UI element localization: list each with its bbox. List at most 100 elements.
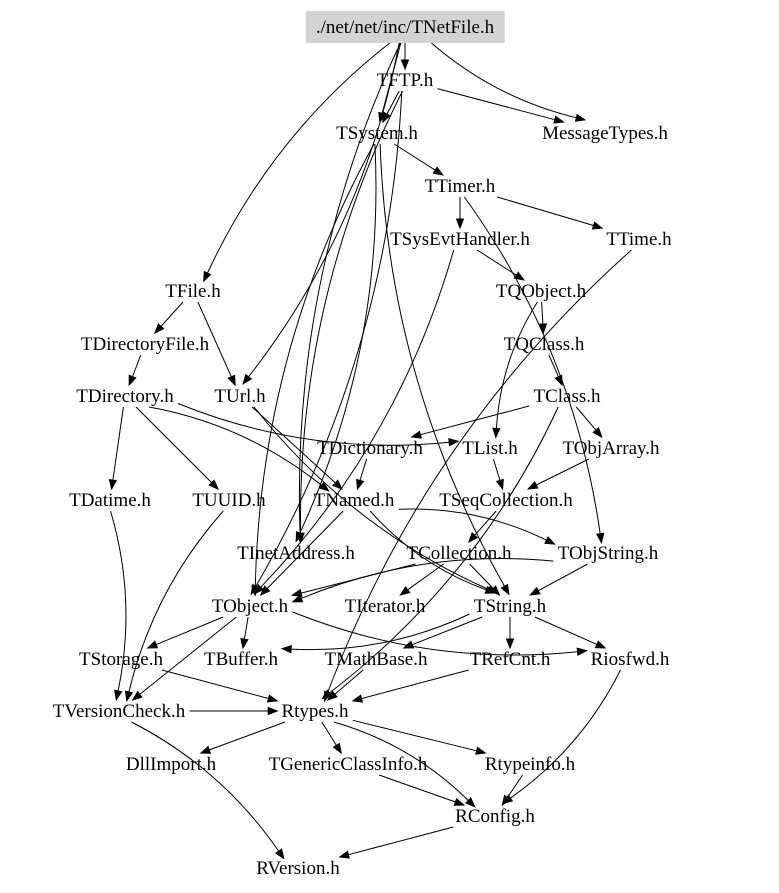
edge-tobj-string-to-tstring	[538, 563, 588, 592]
node-tseq-collection[interactable]: TSeqCollection.h	[439, 490, 573, 511]
node-tfile[interactable]: TFile.h	[165, 281, 221, 302]
node-tobj-array[interactable]: TObjArray.h	[562, 438, 660, 459]
arrowhead-tnet-file-to-tftp	[400, 59, 410, 71]
node-tstring[interactable]: TString.h	[474, 596, 547, 617]
edge-tsystem-to-tstring	[379, 143, 505, 587]
arrowhead-tobj-string-to-tstring	[529, 586, 541, 596]
node-ttimer[interactable]: TTimer.h	[425, 176, 496, 197]
node-tsystem[interactable]: TSystem.h	[336, 123, 418, 144]
node-label-tdirectory-file: TDirectoryFile.h	[81, 334, 210, 355]
edge-rtypes-to-rconfig	[333, 721, 469, 801]
node-tref-cnt[interactable]: TRefCnt.h	[470, 649, 551, 670]
node-riosfwd[interactable]: Riosfwd.h	[591, 649, 670, 670]
node-dll-import[interactable]: DllImport.h	[126, 754, 217, 775]
edge-tlist-to-tseq-collection	[492, 458, 501, 481]
node-tnet-file[interactable]: ./net/net/inc/TNetFile.h	[305, 11, 505, 43]
node-label-tbuffer: TBuffer.h	[204, 649, 279, 670]
node-label-tseq-collection: TSeqCollection.h	[439, 490, 573, 511]
root-node-box	[305, 11, 505, 43]
node-tobject[interactable]: TObject.h	[212, 596, 289, 617]
arrowhead-ttimer-to-tobj-string	[595, 532, 605, 544]
node-label-tref-cnt: TRefCnt.h	[470, 649, 551, 670]
node-rversion[interactable]: RVersion.h	[256, 858, 340, 879]
node-tgeneric-class-info[interactable]: TGenericClassInfo.h	[269, 754, 428, 775]
node-label-tfile: TFile.h	[165, 281, 221, 302]
node-rconfig[interactable]: RConfig.h	[455, 806, 535, 827]
arrowhead-tdirectory-to-tuuid	[208, 479, 219, 490]
node-tmath-base[interactable]: TMathBase.h	[325, 649, 428, 670]
node-tinet-address[interactable]: TInetAddress.h	[237, 543, 355, 564]
node-label-tqobject: TQObject.h	[496, 281, 587, 302]
node-tdictionary[interactable]: TDictionary.h	[317, 438, 423, 459]
node-titerator[interactable]: TIterator.h	[345, 596, 426, 617]
node-ttime[interactable]: TTime.h	[606, 229, 672, 250]
arrowhead-tobject-to-tbuffer	[240, 637, 249, 650]
edge-tref-cnt-to-rtypes	[361, 669, 469, 700]
node-label-tstorage: TStorage.h	[79, 649, 163, 670]
node-tdatime[interactable]: TDatime.h	[69, 490, 151, 511]
arrowhead-tcollection-to-titerator	[399, 586, 411, 596]
edge-tclass-to-tdictionary	[420, 405, 530, 436]
node-tclass[interactable]: TClass.h	[533, 386, 601, 407]
arrowhead-tobject-to-riosfwd	[576, 647, 588, 656]
edge-rtypes-to-rtypeinfo	[352, 719, 477, 752]
edge-tdirectory-to-tdatime	[112, 406, 124, 481]
edge-tqobject-to-tqclass	[541, 301, 544, 325]
node-tnamed[interactable]: TNamed.h	[314, 490, 395, 511]
arrowhead-ttimer-to-tsys-evt-handler	[455, 218, 465, 230]
node-label-tsystem: TSystem.h	[336, 123, 418, 144]
edge-tobject-to-tstorage	[155, 616, 224, 646]
node-tversion-check[interactable]: TVersionCheck.h	[53, 701, 186, 722]
node-label-rversion: RVersion.h	[256, 858, 340, 879]
node-tdirectory[interactable]: TDirectory.h	[76, 386, 174, 407]
node-tqobject[interactable]: TQObject.h	[496, 281, 587, 302]
edge-tfile-to-tdirectory-file	[160, 301, 184, 327]
node-rtypes[interactable]: Rtypes.h	[281, 701, 349, 722]
edge-tnamed-to-tobject	[266, 510, 344, 589]
node-label-tuuid: TUUID.h	[192, 490, 266, 511]
arrowhead-turl-to-tnamed	[332, 479, 343, 490]
arrowhead-tsys-evt-handler-to-tobject	[253, 583, 265, 595]
node-message-types[interactable]: MessageTypes.h	[542, 123, 668, 144]
edge-tsys-evt-handler-to-tobject	[260, 249, 455, 588]
node-tuuid[interactable]: TUUID.h	[192, 490, 266, 511]
arrowhead-tfile-to-tdirectory-file	[154, 323, 165, 335]
edge-tgeneric-class-info-to-rconfig	[378, 774, 456, 803]
node-label-tlist: TList.h	[462, 438, 518, 459]
node-tbuffer[interactable]: TBuffer.h	[204, 649, 279, 670]
arrowhead-tclass-to-tdictionary	[410, 430, 422, 439]
arrowhead-tftp-to-message-types	[553, 115, 565, 124]
arrowhead-tclass-to-tobj-array	[592, 427, 603, 439]
node-tsys-evt-handler[interactable]: TSysEvtHandler.h	[390, 229, 530, 250]
node-label-rtypeinfo: Rtypeinfo.h	[485, 754, 576, 775]
node-tqclass[interactable]: TQClass.h	[504, 334, 585, 355]
arrowhead-tdirectory-to-tdatime	[108, 479, 118, 491]
node-tdirectory-file[interactable]: TDirectoryFile.h	[81, 334, 210, 355]
node-rtypeinfo[interactable]: Rtypeinfo.h	[485, 754, 576, 775]
arrowhead-tstring-to-tref-cnt	[505, 638, 515, 650]
arrowhead-tseq-collection-to-tcollection	[467, 532, 479, 544]
edge-rtypes-to-dll-import	[209, 721, 286, 751]
edge-ttimer-to-tobj-string	[463, 196, 601, 534]
edge-tnet-file-to-tinet-address	[298, 37, 404, 534]
node-turl[interactable]: TUrl.h	[214, 386, 266, 407]
node-tlist[interactable]: TList.h	[462, 438, 518, 459]
node-tftp[interactable]: TFTP.h	[377, 70, 434, 91]
arrowhead-tftp-to-tsystem	[382, 111, 391, 124]
arrowhead-tsystem-to-tstring	[500, 583, 510, 596]
arrowhead-tnet-file-to-turl	[242, 373, 253, 385]
node-label-tdictionary: TDictionary.h	[317, 438, 423, 459]
node-label-tdatime: TDatime.h	[69, 490, 151, 511]
arrowhead-rtypes-to-dll-import	[199, 745, 212, 754]
node-label-tobj-array: TObjArray.h	[562, 438, 660, 459]
node-tobj-string[interactable]: TObjString.h	[558, 543, 659, 564]
node-label-tversion-check: TVersionCheck.h	[53, 701, 186, 722]
node-tcollection[interactable]: TCollection.h	[406, 543, 512, 564]
arrowhead-tdirectory-to-tlist	[448, 438, 460, 447]
node-tstorage[interactable]: TStorage.h	[79, 649, 163, 670]
edge-tobj-array-to-tseq-collection	[536, 458, 590, 486]
node-label-tsys-evt-handler: TSysEvtHandler.h	[390, 229, 530, 250]
edge-tnet-file-to-message-types	[425, 37, 577, 119]
edge-tdirectory-to-tlist	[177, 403, 450, 446]
edge-tdirectory-to-tuuid	[135, 406, 212, 483]
